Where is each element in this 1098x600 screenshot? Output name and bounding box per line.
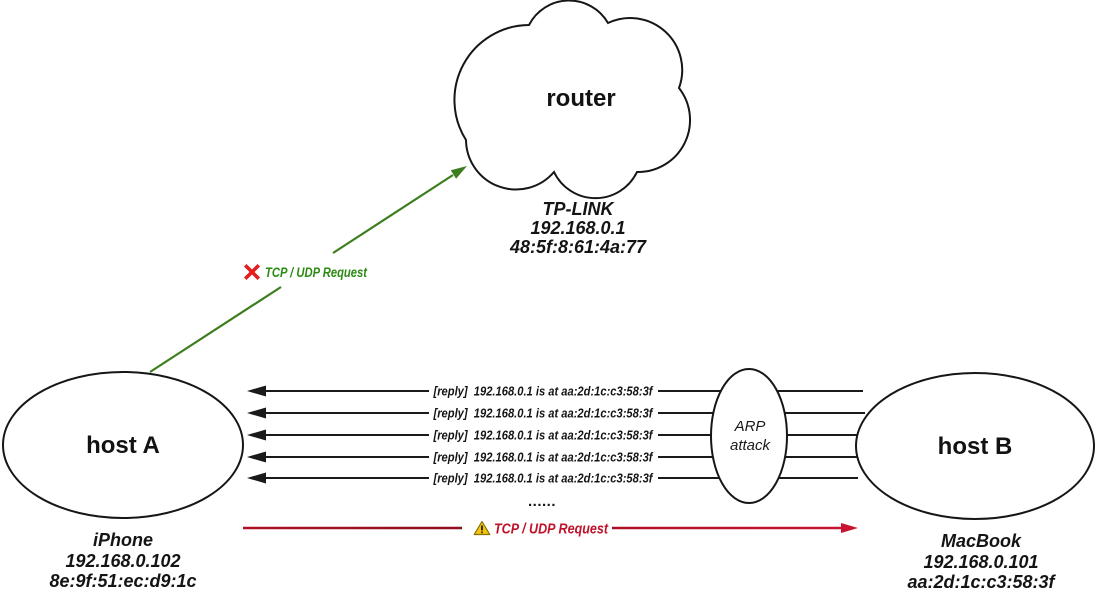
host-a-label: host A (86, 432, 160, 459)
left-arrowhead-icon (247, 472, 266, 484)
left-arrowhead-icon (247, 429, 266, 441)
host-a-ip: 192.168.0.102 (65, 551, 180, 571)
left-arrowhead-icon (247, 451, 266, 463)
reply-label: [reply] 192.168.0.1 is at aa:2d:1c:c3:58… (433, 385, 655, 399)
host-b-name: MacBook (941, 531, 1022, 551)
reply-label: [reply] 192.168.0.1 is at aa:2d:1c:c3:58… (433, 472, 655, 486)
request-line-lower (149, 286, 282, 373)
host-a-name: iPhone (93, 530, 153, 550)
host-a-shape (2, 371, 244, 519)
reply-label: [reply] 192.168.0.1 is at aa:2d:1c:c3:58… (433, 429, 655, 443)
left-arrowhead-icon (247, 385, 266, 397)
host-b-ip: 192.168.0.101 (923, 552, 1038, 572)
arp-attack-node: ARP attack (710, 368, 788, 504)
router-mac: 48:5f:8:61:4a:77 (509, 237, 647, 257)
reply-ellipsis: ...... (528, 493, 556, 510)
right-arrowhead-icon (841, 523, 858, 533)
host-a-mac: 8e:9f:51:ec:d9:1c (49, 571, 196, 591)
reply-label: [reply] 192.168.0.1 is at aa:2d:1c:c3:58… (433, 407, 655, 421)
host-b-mac: aa:2d:1c:c3:58:3f (907, 572, 1056, 592)
router-label: router (546, 85, 615, 112)
x-mark-icon (243, 263, 261, 281)
arp-attack-label-line2: attack (730, 437, 772, 454)
host-b-shape (855, 372, 1095, 520)
router-ip: 192.168.0.1 (530, 218, 625, 238)
arp-reply-arrows: [reply] 192.168.0.1 is at aa:2d:1c:c3:58… (247, 385, 868, 510)
x-stroke (243, 263, 261, 281)
up-arrowhead-icon (450, 166, 467, 179)
warning-exclaim-dot (481, 531, 483, 534)
host-b-label: host B (938, 433, 1013, 460)
warning-icon (473, 520, 491, 536)
arp-attack-label-line1: ARP (734, 418, 766, 435)
reply-label: [reply] 192.168.0.1 is at aa:2d:1c:c3:58… (433, 451, 655, 465)
left-arrowhead-icon (247, 407, 266, 419)
arp-attack-shape (710, 368, 788, 504)
arp-reply-arrow: [reply] 192.168.0.1 is at aa:2d:1c:c3:58… (247, 407, 865, 421)
blocked-request-arrow: TCP / UDP Request (149, 166, 467, 373)
router-name: TP-LINK (543, 199, 616, 219)
host-b-node: host B MacBook 192.168.0.101 aa:2d:1c:c3… (855, 372, 1095, 592)
router-node: router TP-LINK 192.168.0.1 48:5f:8:61:4a… (453, 0, 692, 257)
request-line-upper (332, 174, 454, 254)
host-a-node: host A iPhone 192.168.0.102 8e:9f:51:ec:… (2, 371, 244, 591)
router-cloud-shape (453, 0, 692, 200)
blocked-request-label: TCP / UDP Request (265, 265, 367, 280)
hijacked-request-arrow: TCP / UDP Request (243, 520, 858, 538)
hijacked-request-label: TCP / UDP Request (494, 522, 609, 538)
